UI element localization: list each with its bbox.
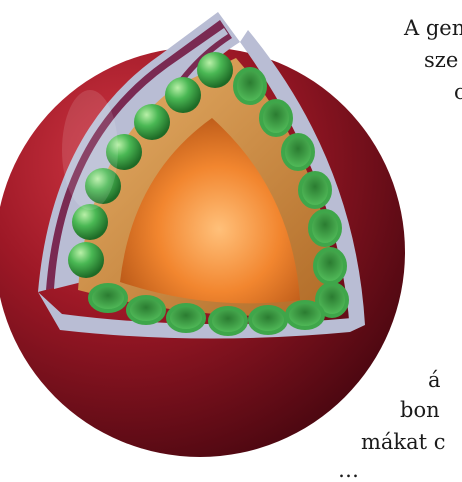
text-fragment-5: bon bbox=[400, 398, 440, 422]
shell-highlight bbox=[62, 90, 118, 210]
text-fragment-6: mákat c bbox=[361, 430, 446, 454]
text-fragment-7: … bbox=[338, 458, 359, 482]
text-fragment-3: c bbox=[454, 80, 462, 104]
text-fragment-1: A gen bbox=[404, 16, 462, 40]
text-fragment-2: sze bbox=[424, 48, 458, 72]
text-fragment-4: á bbox=[428, 368, 441, 392]
cutaway-sphere-illustration bbox=[0, 0, 462, 468]
